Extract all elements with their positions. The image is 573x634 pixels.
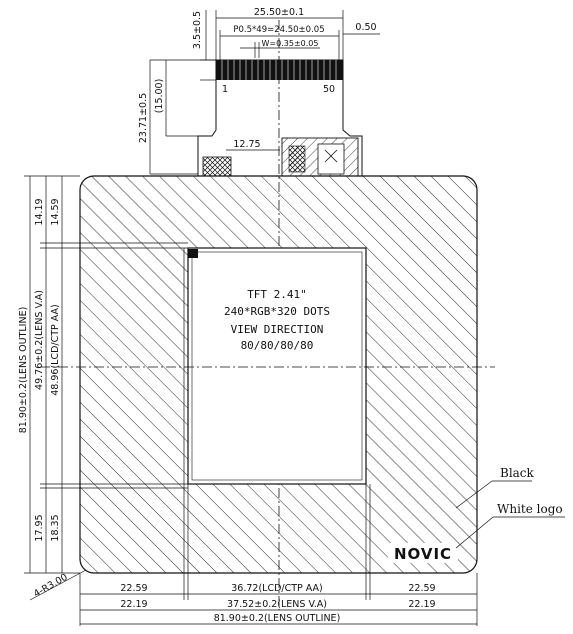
dim-left-b: 22.19 (120, 599, 147, 610)
callout-black: Black (500, 466, 535, 480)
fpc-contact-pads (216, 60, 343, 80)
dim-lens-outline-v: 81.90±0.2(LENS OUTLINE) (18, 307, 29, 434)
display-resolution: 240*RGB*320 DOTS (224, 305, 330, 318)
dim-center-a: 36.72(LCD/CTP AA) (231, 583, 323, 594)
dim-fpc-length: 23.71±0.5 (138, 93, 149, 143)
callout-white-logo: White logo (497, 502, 563, 516)
novic-logo: NOVIC (394, 545, 452, 563)
fpc-component (202, 156, 232, 177)
display-view-direction: VIEW DIRECTION (231, 323, 324, 336)
display-title: TFT 2.41" (247, 288, 307, 301)
dim-top-b: 14.59 (50, 198, 61, 225)
pin1-marker (188, 249, 198, 258)
active-area (187, 247, 367, 485)
dim-right-a: 22.59 (408, 583, 435, 594)
dim-top-a: 14.19 (34, 198, 45, 225)
dim-fpc-pitch: P0.5*49=24.50±0.05 (233, 25, 324, 35)
dim-corner-radius: 4-R3.00 (32, 572, 70, 600)
fpc-tail (197, 59, 363, 177)
dim-center: 12.75 (233, 139, 260, 150)
lens-outline (40, 175, 495, 600)
display-angles: 80/80/80/80 (241, 339, 314, 352)
callouts (455, 480, 565, 549)
pin-last-label: 50 (323, 84, 335, 95)
dim-fpc-top: 3.5±0.5 (192, 11, 203, 49)
dim-total-width: 81.90±0.2(LENS OUTLINE) (214, 613, 341, 624)
pin-first-label: 1 (222, 84, 228, 95)
dim-lcd-aa-v: 48.96(LCD/CTP AA) (50, 304, 61, 396)
dim-pin-width: W=0.35±0.05 (262, 39, 319, 48)
dim-lens-va-v: 49.76±0.2(LENS V.A) (34, 290, 45, 390)
dim-left-a: 22.59 (120, 583, 147, 594)
dim-bot-b: 18.35 (50, 514, 61, 541)
dim-center-b: 37.52±0.2(LENS V.A) (227, 599, 327, 610)
left-dimensions (24, 175, 87, 601)
dim-fpc-offset: 0.50 (355, 22, 376, 33)
dim-right-b: 22.19 (408, 599, 435, 610)
bottom-dimensions (79, 573, 478, 626)
dim-fpc-width: 25.50±0.1 (254, 7, 304, 18)
dim-bot-a: 17.95 (34, 514, 45, 541)
dim-fpc-inner: (15.00) (154, 79, 165, 114)
logo-background (388, 543, 458, 563)
view-area (191, 251, 363, 481)
